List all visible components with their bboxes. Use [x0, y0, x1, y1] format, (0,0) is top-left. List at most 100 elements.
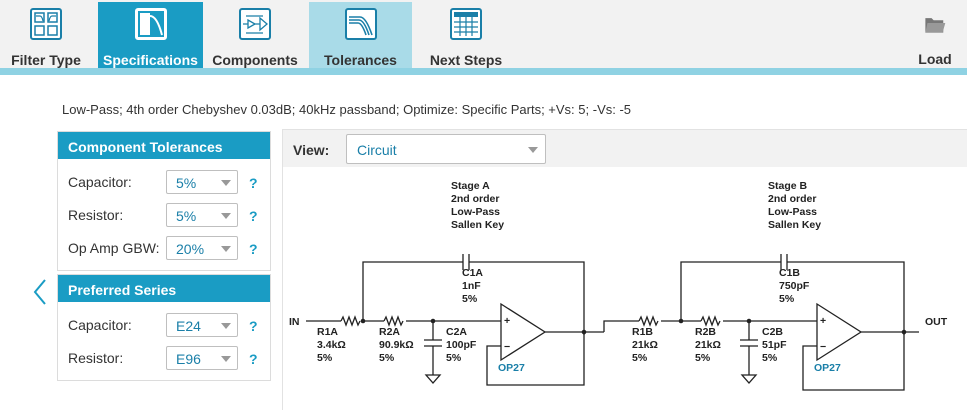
tab-label: Filter Type [11, 52, 81, 68]
c1a-name: C1A [462, 267, 483, 279]
filter-summary: Low-Pass; 4th order Chebyshev 0.03dB; 40… [62, 102, 632, 117]
resistor-r1b [638, 315, 659, 327]
r1b-tolerance: 5% [632, 352, 648, 364]
r2b-value: 21kΩ [695, 339, 721, 351]
tab-tolerances[interactable]: Tolerances [309, 2, 412, 68]
resistor-series-select[interactable]: E96 [166, 346, 238, 370]
c2b-name: C2B [762, 326, 783, 338]
circuit-diagram: IN OUT Stage A 2nd order Low-Pass Sallen… [289, 180, 948, 391]
tolerances-icon [344, 8, 377, 40]
capacitor-series-select[interactable]: E24 [166, 313, 238, 337]
resistor-r1a [340, 315, 361, 327]
panel-title: Preferred Series [58, 275, 270, 302]
select-value: E96 [176, 351, 201, 367]
view-label: View: [293, 142, 330, 158]
chevron-down-icon [221, 213, 231, 219]
folder-icon [925, 18, 946, 33]
opamp-b-name: OP27 [814, 362, 841, 374]
capacitor-tolerance-select[interactable]: 5% [166, 170, 238, 194]
select-value: 5% [176, 175, 197, 191]
back-arrow-icon[interactable] [32, 278, 48, 306]
row-label: Op Amp GBW: [68, 240, 160, 256]
c2a-value: 100pF [446, 339, 477, 351]
opamp-b-minus: − [820, 341, 826, 353]
chevron-down-icon [221, 180, 231, 186]
tab-filter-type[interactable]: Filter Type [0, 2, 92, 68]
opamp-gbw-tolerance-select[interactable]: 20% [166, 236, 238, 260]
ground-b [740, 374, 758, 384]
opamp-b-plus: + [820, 315, 826, 327]
opamp-a-name: OP27 [498, 362, 525, 374]
toolbar-accent-line [0, 68, 967, 75]
tab-components[interactable]: Components [205, 2, 305, 68]
panel-title: Component Tolerances [58, 132, 270, 159]
chevron-down-icon [221, 356, 231, 362]
preferred-series-panel: Preferred Series Capacitor: E24 ? Resist… [57, 274, 271, 381]
stage-b-order: 2nd order [768, 193, 816, 205]
help-icon[interactable]: ? [249, 208, 258, 224]
input-label: IN [289, 316, 300, 328]
stage-a-topology: Sallen Key [451, 219, 504, 231]
c2a-tolerance: 5% [446, 352, 462, 364]
r2a-tolerance: 5% [379, 352, 395, 364]
select-value: 5% [176, 208, 197, 224]
resistor-tolerance-select[interactable]: 5% [166, 203, 238, 227]
r2b-name: R2B [695, 326, 716, 338]
output-label: OUT [925, 316, 948, 328]
resistor-series-row: Resistor: E96 ? [58, 341, 270, 374]
capacitor-series-row: Capacitor: E24 ? [58, 308, 270, 341]
r2a-name: R2A [379, 326, 400, 338]
opamp-b [816, 302, 863, 362]
help-icon[interactable]: ? [249, 351, 258, 367]
r1a-value: 3.4kΩ [317, 339, 346, 351]
load-button[interactable]: Load [905, 2, 965, 68]
components-icon [239, 8, 271, 40]
capacitor-c2b [740, 339, 758, 347]
view-select-value: Circuit [357, 142, 397, 158]
row-label: Resistor: [68, 350, 124, 366]
view-select[interactable]: Circuit [346, 134, 546, 164]
tab-next-steps[interactable]: Next Steps [416, 2, 516, 68]
r1a-name: R1A [317, 326, 338, 338]
row-label: Resistor: [68, 207, 124, 223]
help-icon[interactable]: ? [249, 241, 258, 257]
r1b-value: 21kΩ [632, 339, 658, 351]
help-icon[interactable]: ? [249, 175, 258, 191]
c1b-name: C1B [779, 267, 800, 279]
tab-specifications[interactable]: Specifications [98, 2, 203, 68]
help-icon[interactable]: ? [249, 318, 258, 334]
c2b-tolerance: 5% [762, 352, 778, 364]
chevron-down-icon [528, 147, 538, 153]
c2b-value: 51pF [762, 339, 787, 351]
r2a-value: 90.9kΩ [379, 339, 414, 351]
c2a-name: C2A [446, 326, 467, 338]
r1b-name: R1B [632, 326, 653, 338]
component-tolerances-panel: Component Tolerances Capacitor: 5% ? Res… [57, 131, 271, 271]
circuit-area: IN OUT Stage A 2nd order Low-Pass Sallen… [282, 167, 967, 410]
resistor-r2a [383, 315, 404, 327]
tab-label: Next Steps [429, 52, 503, 68]
stage-a-title: Stage A [451, 180, 490, 192]
view-bar: View: Circuit [282, 129, 967, 167]
load-label: Load [918, 51, 952, 67]
tab-label: Tolerances [324, 52, 397, 68]
select-value: E24 [176, 318, 201, 334]
stage-a-type: Low-Pass [451, 206, 500, 218]
row-label: Capacitor: [68, 174, 132, 190]
filter-type-icon [30, 8, 62, 40]
opamp-a [500, 302, 547, 362]
row-label: Capacitor: [68, 317, 132, 333]
ground-a [424, 374, 442, 384]
stage-b-title: Stage B [768, 180, 808, 192]
next-steps-icon [450, 8, 482, 40]
c1b-tolerance: 5% [779, 293, 795, 305]
c1a-tolerance: 5% [462, 293, 478, 305]
select-value: 20% [176, 241, 205, 257]
opamp-a-minus: − [504, 341, 510, 353]
r2b-tolerance: 5% [695, 352, 711, 364]
tab-label: Specifications [103, 52, 198, 68]
c1b-value: 750pF [779, 280, 810, 292]
opamp-a-plus: + [504, 315, 510, 327]
stage-a-order: 2nd order [451, 193, 499, 205]
tab-label: Components [212, 52, 298, 68]
